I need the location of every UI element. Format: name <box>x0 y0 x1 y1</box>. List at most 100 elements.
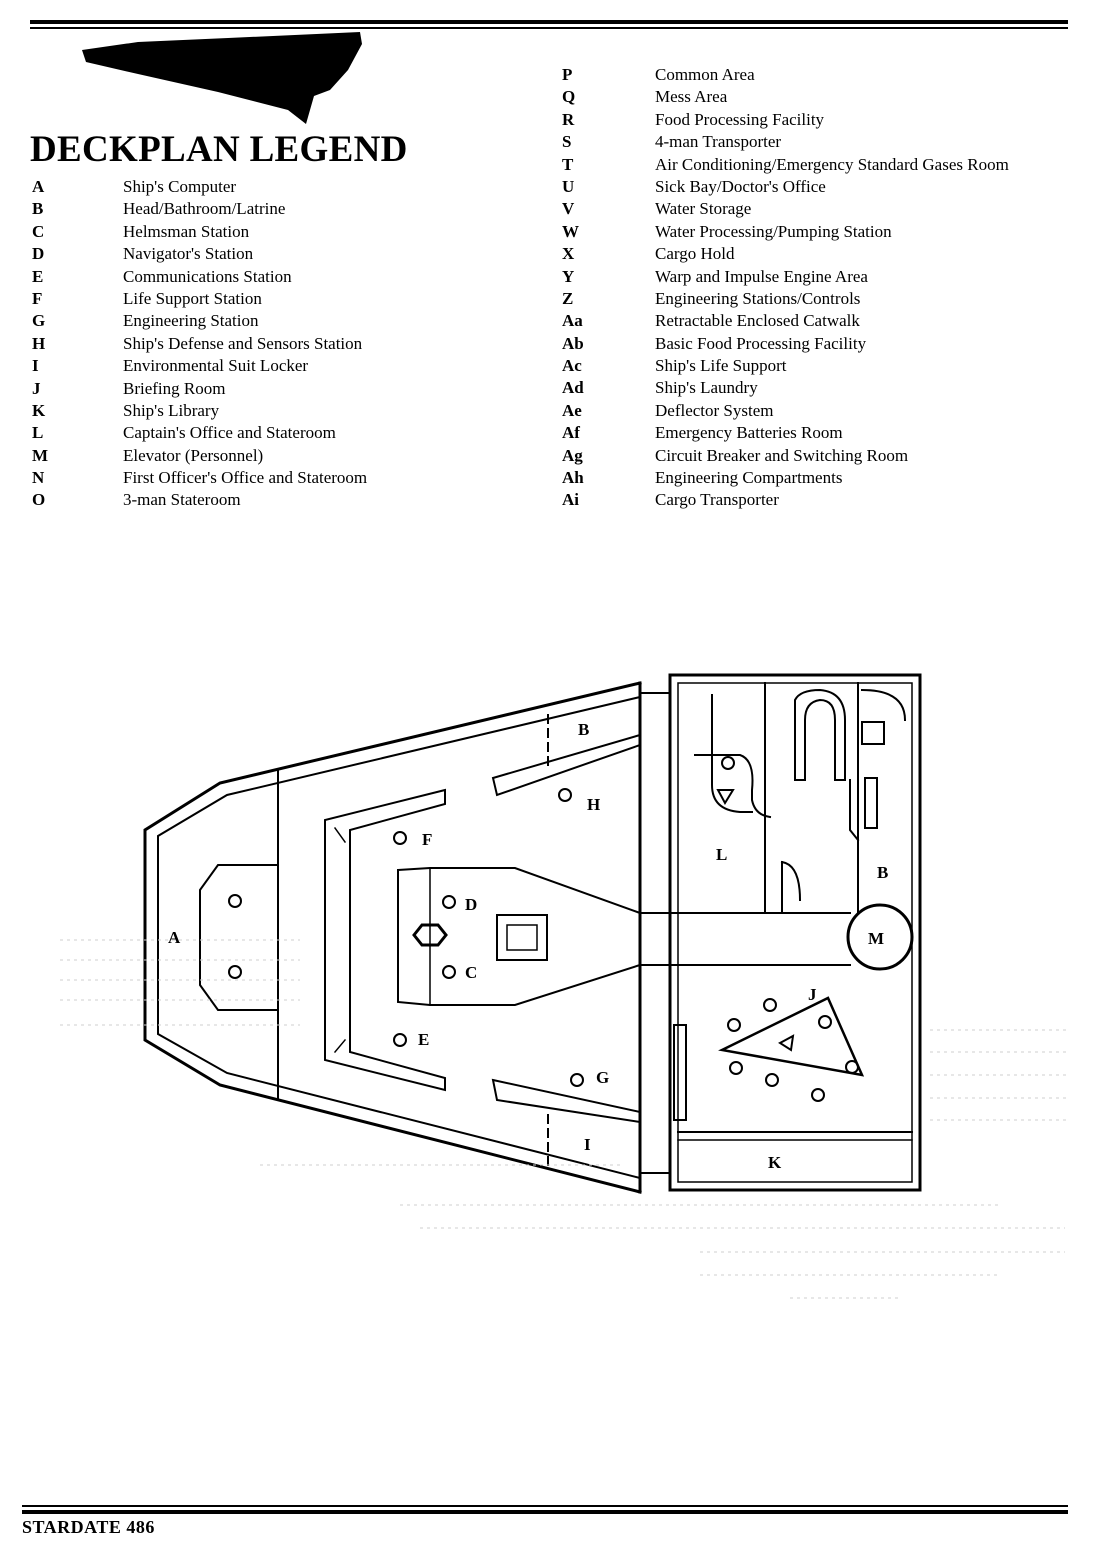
legend-description: Engineering Compartments <box>655 468 843 488</box>
legend-description: Ship's Library <box>123 400 220 420</box>
plan-label-k: K <box>768 1153 782 1172</box>
legend-description: Water Storage <box>655 199 752 219</box>
elevator-circle <box>846 903 914 971</box>
bottom-rule-thick <box>22 1510 1068 1514</box>
legend-description: Life Support Station <box>123 288 262 308</box>
legend-description: Retractable Enclosed Catwalk <box>655 311 860 331</box>
legend-description: Basic Food Processing Facility <box>655 333 867 353</box>
legend-description: Emergency Batteries Room <box>655 423 843 443</box>
legend-description: Deflector System <box>655 400 774 420</box>
legend-key: Ad <box>562 378 584 398</box>
legend-description: Cargo Hold <box>655 244 735 264</box>
legend-description: Helmsman Station <box>123 221 250 241</box>
footer-stardate: STARDATE 486 <box>22 1517 155 1537</box>
legend-key: Ac <box>562 356 582 376</box>
legend-description: Circuit Breaker and Switching Room <box>655 445 909 465</box>
legend-description: Air Conditioning/Emergency Standard Gase… <box>655 154 1009 174</box>
legend-description: Ship's Computer <box>123 177 237 196</box>
legend-key: C <box>32 221 45 241</box>
legend-key: O <box>32 490 46 510</box>
legend-key: Ai <box>562 490 579 510</box>
legend-description: 3-man Stateroom <box>123 490 241 510</box>
legend-key: U <box>562 176 575 196</box>
legend-description: Sick Bay/Doctor's Office <box>655 176 826 196</box>
legend-key: Af <box>562 423 580 443</box>
legend-description: Head/Bathroom/Latrine <box>123 199 286 219</box>
legend-key: G <box>32 311 46 331</box>
legend-key: H <box>32 333 46 353</box>
plan-label-g: G <box>596 1068 609 1087</box>
legend-key: T <box>562 154 574 174</box>
top-rule-thick <box>30 20 1068 24</box>
legend-key: K <box>32 400 46 420</box>
plan-label-f: F <box>422 830 432 849</box>
legend-description: Captain's Office and Stateroom <box>123 423 336 443</box>
legend-description: Ship's Laundry <box>655 378 758 398</box>
legend-key: J <box>32 378 41 398</box>
legend-title: DECKPLAN LEGEND <box>30 129 408 170</box>
legend-key: M <box>32 445 49 465</box>
plan-label-j: J <box>808 985 817 1004</box>
legend-key: F <box>32 288 43 308</box>
plan-label-i: I <box>584 1135 591 1154</box>
computer-block <box>199 864 279 1011</box>
legend-description: Engineering Station <box>123 311 259 331</box>
legend-key: Aa <box>562 311 583 331</box>
legend-key: S <box>562 132 572 152</box>
legend-description: Environmental Suit Locker <box>123 356 309 376</box>
legend-description: Briefing Room <box>123 378 226 398</box>
plan-label-b-forward: B <box>578 720 589 739</box>
legend-description: Ship's Defense and Sensors Station <box>123 333 363 353</box>
legend-key: Ae <box>562 400 582 420</box>
legend-description: Common Area <box>655 65 755 84</box>
legend-description: Engineering Stations/Controls <box>655 288 861 308</box>
plan-label-m: M <box>868 929 884 948</box>
legend-description: Warp and Impulse Engine Area <box>655 266 868 286</box>
legend-key: W <box>562 221 579 241</box>
legend-key: P <box>562 65 573 84</box>
legend-description: 4-man Transporter <box>655 132 782 152</box>
plan-label-c: C <box>465 963 477 982</box>
bottom-rule-thin <box>22 1505 1068 1507</box>
legend-key: I <box>32 356 39 376</box>
legend-key: Ah <box>562 468 584 488</box>
legend-description: Water Processing/Pumping Station <box>655 221 892 241</box>
legend-description: Food Processing Facility <box>655 109 825 129</box>
briefing-table <box>718 996 865 1077</box>
top-rule-thin <box>30 27 1068 29</box>
legend-key: L <box>32 423 44 443</box>
legend-key: B <box>32 199 44 219</box>
legend-key: E <box>32 266 44 286</box>
legend-key: D <box>32 244 45 264</box>
bridge-console-ring <box>324 788 446 1092</box>
legend-description: Mess Area <box>655 87 728 107</box>
legend-description: Ship's Life Support <box>655 356 787 376</box>
legend-key: Y <box>562 266 575 286</box>
plan-label-e: E <box>418 1030 429 1049</box>
legend-description: Navigator's Station <box>123 244 254 264</box>
plan-label-d: D <box>465 895 477 914</box>
plan-label-b-aft: B <box>877 863 888 882</box>
legend-description: Cargo Transporter <box>655 490 779 510</box>
inner-hull <box>157 695 642 1180</box>
command-platform <box>397 867 641 1006</box>
legend-key: V <box>562 199 575 219</box>
legend-key: X <box>562 244 575 264</box>
plan-label-h: H <box>587 795 600 814</box>
legend-key: A <box>32 177 45 196</box>
legend-key: N <box>32 468 45 488</box>
legend-key: Ag <box>562 445 583 465</box>
aft-rooms-outline <box>668 673 922 1192</box>
legend-key: Z <box>562 288 574 308</box>
legend-description: First Officer's Office and Stateroom <box>123 468 368 488</box>
legend-key: Ab <box>562 333 584 353</box>
plan-label-a: A <box>168 928 181 947</box>
plan-label-l: L <box>716 845 727 864</box>
legend-key: Q <box>562 87 576 107</box>
legend-description: Elevator (Personnel) <box>123 445 264 465</box>
ship-silhouette-logo <box>82 32 362 124</box>
legend-key: R <box>562 109 575 129</box>
outer-hull <box>143 681 642 1194</box>
legend-description: Communications Station <box>123 266 292 286</box>
